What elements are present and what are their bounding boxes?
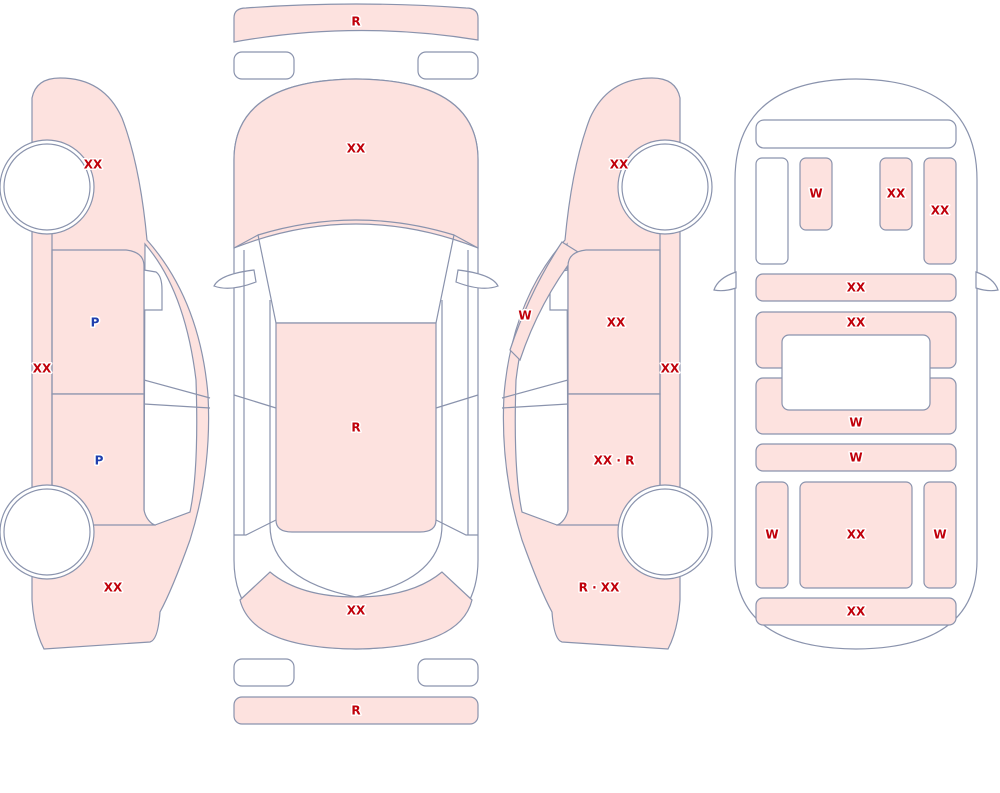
hood-code: XX — [347, 142, 366, 156]
right-rocker-code: XX — [661, 362, 680, 376]
front-left-headlight[interactable] — [233, 51, 295, 80]
right-rear-rail[interactable] — [923, 481, 957, 589]
right-a-pillar[interactable] — [509, 241, 579, 362]
right-frame-rail[interactable] — [923, 157, 957, 265]
left-front-fender-code: XX — [84, 158, 103, 172]
front-crossmember[interactable] — [755, 273, 957, 302]
right-pillar-line-2 — [501, 403, 569, 409]
left-front-wheel[interactable] — [3, 143, 91, 231]
right-front-door-code: XX — [607, 316, 626, 330]
rear-crossmember[interactable] — [755, 443, 957, 472]
front-right-bracket-code: XX — [887, 187, 906, 201]
left-rear-wheel[interactable] — [3, 488, 91, 576]
left-front-door[interactable] — [51, 249, 145, 395]
right-rear-door-code: XX · R — [594, 454, 635, 468]
floor-opening — [781, 334, 931, 411]
right-front-wheel[interactable] — [621, 143, 709, 231]
underbody-left-mirror — [713, 271, 737, 292]
left-frame-rail[interactable] — [755, 157, 789, 265]
trunk-lid-code: XX — [347, 604, 366, 618]
left-rear-quarter-code: XX — [104, 581, 123, 595]
left-pillar-line-2 — [143, 403, 211, 409]
front-left-bracket[interactable] — [799, 157, 833, 231]
right-rear-door[interactable] — [555, 393, 661, 526]
left-rear-rail-code: W — [765, 528, 778, 542]
left-door-openings — [143, 242, 198, 526]
right-a-pillar-code: W — [518, 309, 531, 323]
left-rear-rail[interactable] — [755, 481, 789, 589]
front-right-headlight[interactable] — [417, 51, 479, 80]
top-right-pillar-lines — [435, 250, 479, 536]
left-front-door-code: P — [91, 316, 100, 330]
rear-right-taillight[interactable] — [417, 658, 479, 687]
underbody-view: W XX XX XX XX W W W XX W XX — [713, 78, 999, 650]
mid-crossmember-bottom-code: W — [849, 416, 862, 430]
right-rear-wheel[interactable] — [621, 488, 709, 576]
front-crossmember-code: XX — [847, 281, 866, 295]
front-bumper[interactable] — [233, 3, 479, 43]
roof[interactable] — [275, 322, 437, 533]
left-pillar-line-1 — [143, 379, 211, 399]
left-side-view: XX XX P P XX — [0, 77, 211, 650]
trunk-lid[interactable] — [239, 571, 473, 650]
rear-floor-code: XX — [847, 528, 866, 542]
rear-panel-code: XX — [847, 605, 866, 619]
right-front-fender-code: XX — [610, 158, 629, 172]
windshield-top — [257, 219, 455, 236]
top-view: R XX R XX R — [213, 3, 499, 725]
left-mirror[interactable] — [213, 269, 257, 289]
right-frame-rail-code: XX — [931, 204, 950, 218]
front-left-bracket-code: W — [809, 187, 822, 201]
top-left-pillar-lines — [233, 250, 277, 536]
right-front-door[interactable] — [567, 249, 661, 395]
right-mirror[interactable] — [455, 269, 499, 289]
left-rear-door-code: P — [95, 454, 104, 468]
rear-left-taillight[interactable] — [233, 658, 295, 687]
left-window-gap — [143, 269, 163, 311]
mid-crossmember-top-code: XX — [847, 316, 866, 330]
hood[interactable] — [233, 78, 479, 249]
roof-code: R — [351, 421, 360, 435]
rear-panel[interactable] — [755, 597, 957, 626]
left-rear-door[interactable] — [51, 393, 157, 526]
left-rocker-code: XX — [33, 362, 52, 376]
rear-bumper-code: R — [351, 704, 360, 718]
right-rear-rail-code: W — [933, 528, 946, 542]
right-pillar-line-1 — [501, 379, 569, 399]
right-side-view: XX W XX XX XX · R R · XX — [501, 77, 713, 650]
front-bumper-code: R — [351, 15, 360, 29]
underbody-right-mirror — [975, 271, 999, 292]
rear-bumper[interactable] — [233, 696, 479, 725]
rear-floor[interactable] — [799, 481, 913, 589]
rear-crossmember-code: W — [849, 451, 862, 465]
front-right-bracket[interactable] — [879, 157, 913, 231]
right-rear-quarter-code: R · XX — [579, 581, 620, 595]
radiator-support[interactable] — [755, 119, 957, 149]
